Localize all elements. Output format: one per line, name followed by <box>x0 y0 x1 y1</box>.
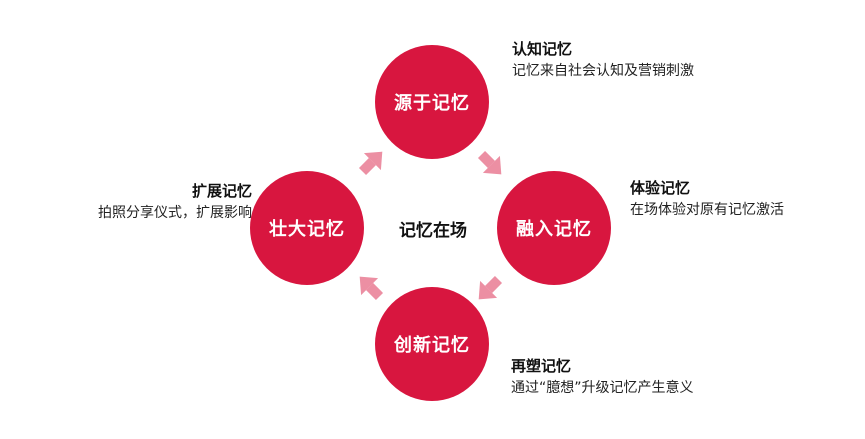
desc-top-text: 记忆来自社会认知及营销刺激 <box>512 63 694 79</box>
desc-left-title: 扩展记忆 <box>191 182 252 200</box>
node-integrate-memory-label: 融入记忆 <box>516 219 592 240</box>
arrow-top-to-right <box>477 150 502 175</box>
desc-right-text: 在场体验对原有记忆激活 <box>630 202 784 218</box>
arrow-bottom-to-left <box>359 276 384 301</box>
node-grow-memory-label: 壮大记忆 <box>269 219 345 240</box>
node-origin-memory-label: 源于记忆 <box>394 93 470 114</box>
desc-bottom-title: 再塑记忆 <box>511 357 572 375</box>
desc-left-text: 拍照分享仪式，扩展影响 <box>98 205 252 221</box>
arrow-right-to-bottom <box>478 275 503 300</box>
node-origin-memory: 源于记忆 <box>375 45 489 159</box>
desc-top-title: 认知记忆 <box>512 40 573 58</box>
desc-bottom-text: 通过“臆想”升级记忆产生意义 <box>511 380 694 396</box>
desc-right-title: 体验记忆 <box>630 179 691 197</box>
desc-top: 认知记忆 记忆来自社会认知及营销刺激 <box>512 38 694 82</box>
node-grow-memory: 壮大记忆 <box>250 171 364 285</box>
desc-bottom: 再塑记忆 通过“臆想”升级记忆产生意义 <box>511 355 694 399</box>
node-innovate-memory: 创新记忆 <box>375 287 489 401</box>
desc-left: 扩展记忆 拍照分享仪式，扩展影响 <box>40 180 252 224</box>
node-integrate-memory: 融入记忆 <box>497 171 611 285</box>
desc-right: 体验记忆 在场体验对原有记忆激活 <box>630 177 784 221</box>
node-innovate-memory-label: 创新记忆 <box>394 335 470 356</box>
arrow-left-to-top <box>358 151 383 176</box>
center-label: 记忆在场 <box>399 221 467 241</box>
